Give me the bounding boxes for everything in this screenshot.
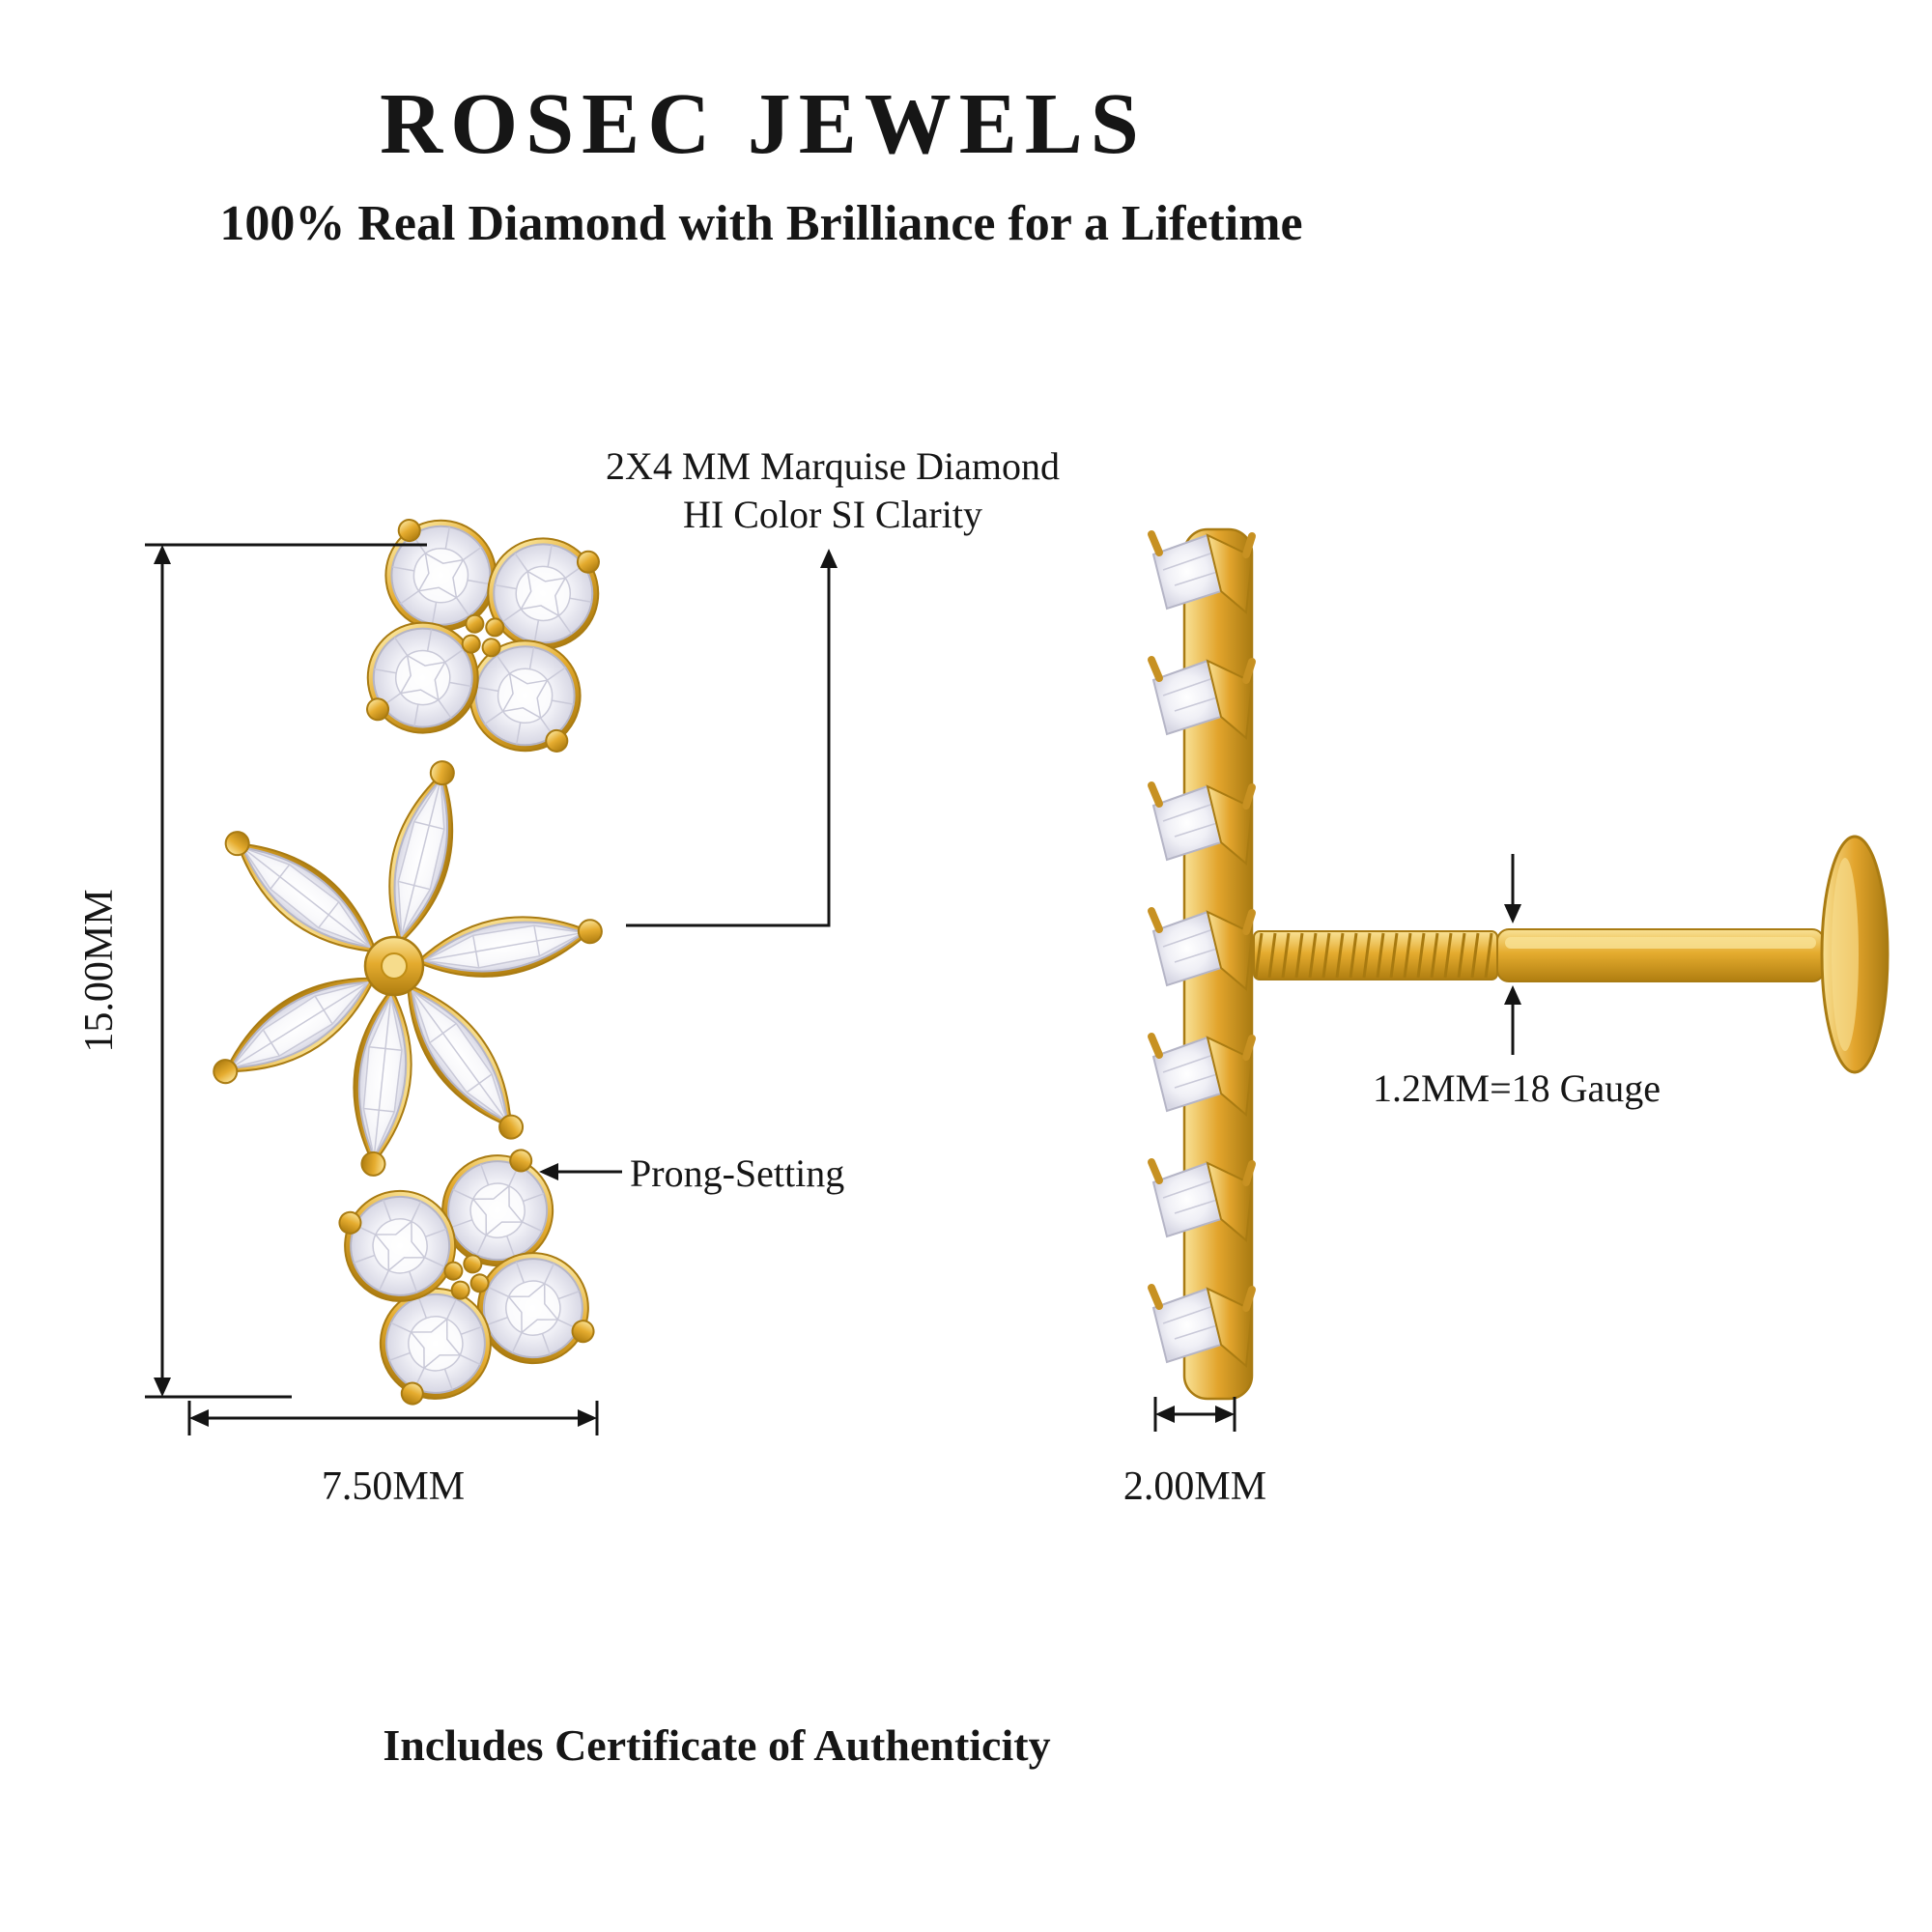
- dimension-width: 7.50MM: [187, 1401, 599, 1509]
- marquise-diamond: [343, 984, 421, 1179]
- earring-side-view: [1151, 527, 1889, 1401]
- height-label: 15.00MM: [77, 889, 122, 1052]
- marquise-annotation: 2X4 MM Marquise Diamond HI Color SI Clar…: [606, 444, 1060, 927]
- prong-annotation: Prong-Setting: [539, 1151, 844, 1195]
- dimension-depth: 2.00MM: [1123, 1397, 1266, 1509]
- thread-coils: [1254, 932, 1493, 979]
- marquise-diamond: [210, 812, 394, 976]
- top-round-cluster: [289, 441, 676, 829]
- middle-flower: [199, 753, 608, 1179]
- gauge-annotation: 1.2MM=18 Gauge: [1373, 854, 1661, 1110]
- stone-annotation-line1: 2X4 MM Marquise Diamond: [606, 444, 1060, 488]
- marquise-diamond: [371, 753, 473, 952]
- brand-tagline: 100% Real Diamond with Brilliance for a …: [219, 196, 1302, 251]
- stone-annotation-line2: HI Color SI Clarity: [683, 493, 982, 536]
- setting-annotation-label: Prong-Setting: [630, 1151, 844, 1195]
- depth-label: 2.00MM: [1123, 1464, 1266, 1509]
- width-label: 7.50MM: [322, 1464, 465, 1509]
- gauge-label: 1.2MM=18 Gauge: [1373, 1066, 1661, 1110]
- brand-title: ROSEC JEWELS: [380, 76, 1147, 172]
- dimension-height: 15.00MM: [77, 543, 427, 1399]
- screw-post: [1253, 835, 1889, 1074]
- marquise-diamond: [411, 900, 608, 991]
- certificate-note: Includes Certificate of Authenticity: [383, 1720, 1050, 1770]
- earring-front-view: [199, 441, 677, 1462]
